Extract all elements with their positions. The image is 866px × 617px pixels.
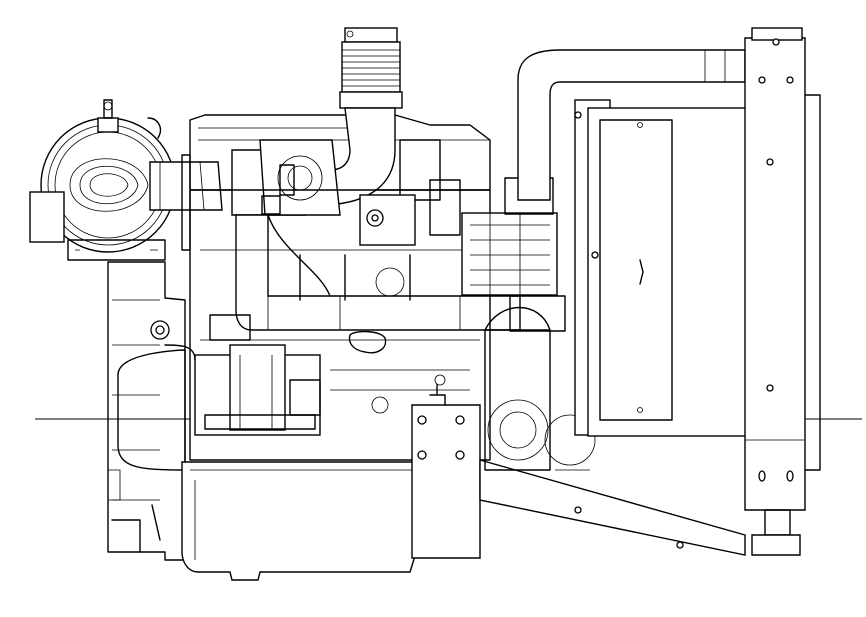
engine-block — [189, 179, 491, 461]
fan-belt-drive — [484, 295, 596, 471]
exhaust-bellows — [339, 27, 403, 109]
starter-motor — [164, 344, 321, 436]
alternator — [461, 177, 558, 296]
radiator-support-frame — [744, 27, 821, 556]
air-filter — [29, 99, 223, 261]
turbocharger — [231, 139, 341, 216]
engine-mount-bracket — [411, 384, 746, 559]
radiator — [574, 99, 757, 437]
cylinder-head — [181, 114, 491, 251]
flywheel-housing — [107, 261, 186, 561]
